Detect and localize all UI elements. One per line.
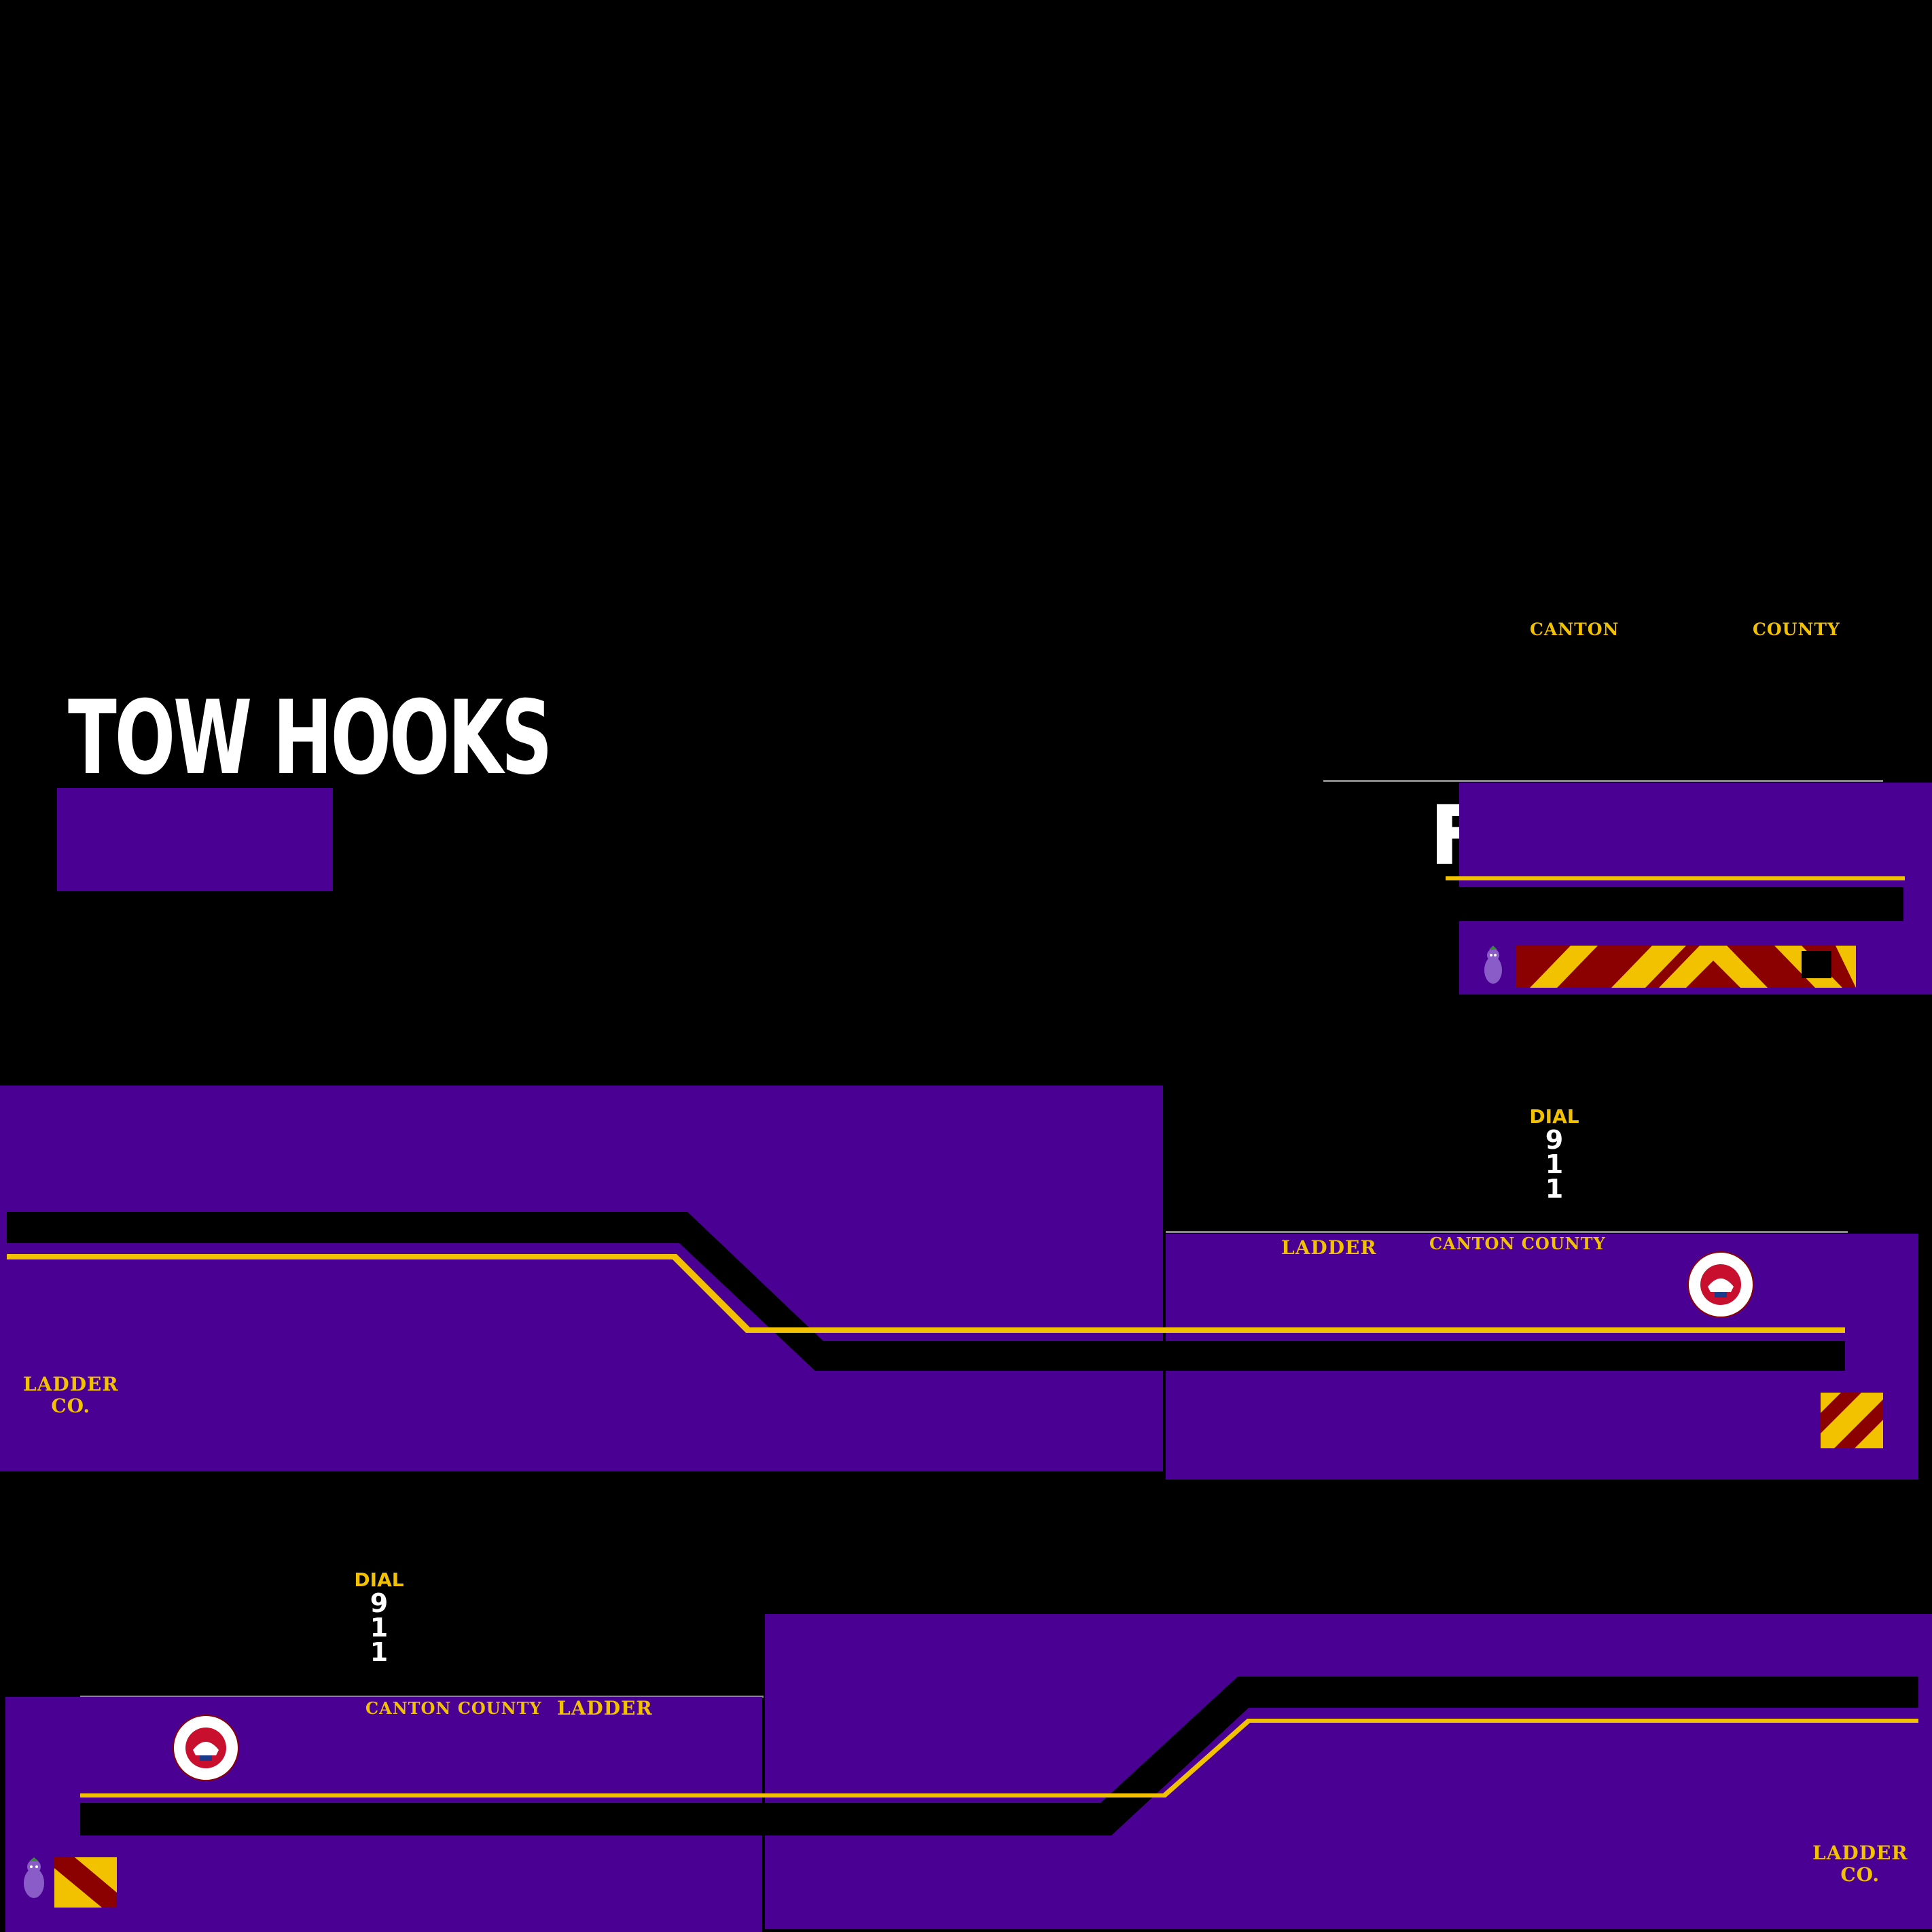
ladder-label-right: LADDER bbox=[1281, 1236, 1377, 1259]
tow-hooks-panel bbox=[57, 788, 333, 891]
hazard-stripe-block bbox=[1821, 1393, 1883, 1448]
mascot-icon bbox=[1481, 946, 1505, 986]
ladder-label-left: LADDER bbox=[557, 1697, 653, 1719]
dial-911-right: DIAL 9 1 1 bbox=[1514, 1105, 1595, 1204]
panel-edge-line bbox=[1166, 1231, 1848, 1233]
ladder-co-upper: LADDER CO. bbox=[23, 1374, 119, 1417]
dial-label: DIAL bbox=[354, 1569, 404, 1591]
dial-digit: 1 bbox=[370, 1637, 389, 1667]
canton-county-label-left: CANTON COUNTY bbox=[365, 1698, 542, 1718]
gold-stripe bbox=[1446, 876, 1905, 880]
fire-department-seal-icon bbox=[1687, 1251, 1754, 1318]
gold-stripe bbox=[1166, 1327, 1845, 1333]
black-stripe bbox=[1459, 887, 1903, 921]
lower-right-side-panel bbox=[765, 1614, 1932, 1929]
ladder-co-line2: CO. bbox=[51, 1395, 91, 1417]
dial-label: DIAL bbox=[1529, 1105, 1579, 1128]
canton-county-label-right: CANTON COUNTY bbox=[1429, 1234, 1606, 1253]
hazard-stripe-block bbox=[54, 1857, 117, 1908]
dial-digit: 9 bbox=[370, 1588, 389, 1618]
lower-stripes bbox=[0, 1614, 1932, 1932]
county-word: COUNTY bbox=[1753, 620, 1840, 639]
tow-hooks-label: TOW HOOKS bbox=[68, 679, 552, 798]
panel-edge-line bbox=[80, 1696, 764, 1698]
dial-digit: 1 bbox=[1545, 1149, 1564, 1179]
dial-digit: 1 bbox=[1545, 1174, 1564, 1204]
dial-digit: 1 bbox=[370, 1613, 389, 1643]
dial-911-left: DIAL 9 1 1 bbox=[338, 1569, 420, 1667]
ladder-co-line1: LADDER bbox=[1812, 1842, 1908, 1864]
ladder-co-line2: CO. bbox=[1840, 1863, 1880, 1886]
upper-left-side-panel bbox=[0, 1086, 1163, 1471]
ladder-co-lower: LADDER CO. bbox=[1812, 1842, 1908, 1886]
chevron-strip bbox=[1516, 946, 1856, 988]
ladder-co-line1: LADDER bbox=[23, 1373, 119, 1395]
dial-digit: 9 bbox=[1545, 1125, 1564, 1155]
panel-edge-line bbox=[1323, 780, 1883, 782]
canton-word: CANTON bbox=[1530, 620, 1620, 639]
black-stripe bbox=[1166, 1341, 1845, 1371]
mascot-icon bbox=[20, 1857, 48, 1899]
fire-department-seal-icon bbox=[173, 1715, 239, 1781]
